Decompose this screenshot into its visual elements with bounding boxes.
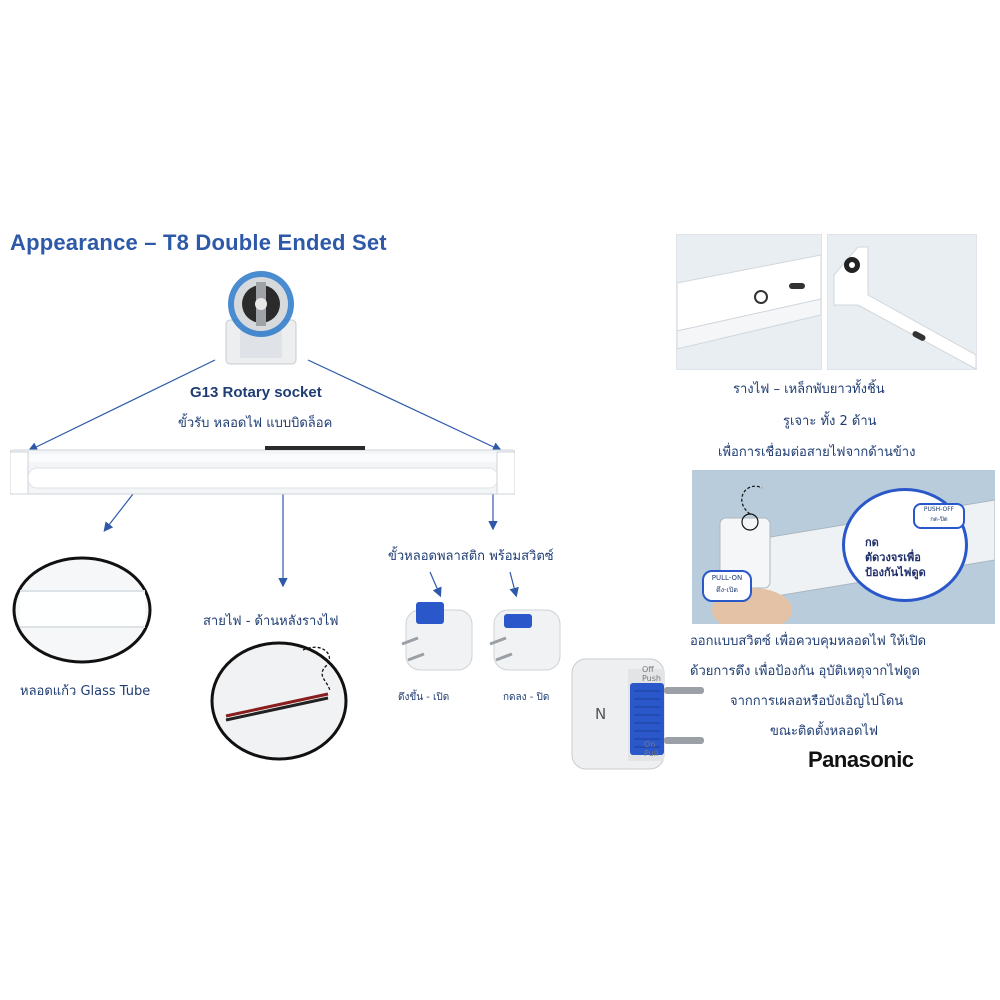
cap-push-label: กดลง - ปิด	[503, 692, 550, 703]
rail-photo-front	[676, 234, 822, 370]
cap-push-off-image	[489, 609, 561, 671]
page-title: Appearance – T8 Double Ended Set	[10, 230, 387, 255]
pull-on-th: ดึง-เปิด	[716, 586, 738, 594]
desc-line1: ออกแบบสวิตซ์ เพื่อควบคุมหลอดไฟ ให้เปิด	[690, 634, 927, 649]
glass-tube-label: หลอดแก้ว Glass Tube	[20, 684, 151, 699]
socket-name: G13 Rotary socket	[190, 384, 322, 401]
desc-line4: ขณะติดตั้งหลอดไฟ	[770, 724, 879, 739]
rail-front-drawing	[677, 254, 821, 350]
bubble-line3: ป้องกันไฟดูด	[865, 566, 926, 579]
pull-on-badge: PULL-ON ดึง-เปิด	[702, 570, 752, 602]
switch-off-text: Off Push	[642, 665, 661, 683]
glass-tube-zoom-image	[12, 556, 152, 664]
brand-logo: Panasonic	[808, 747, 914, 772]
switch-on-text: On Pull	[644, 740, 659, 758]
fixture-with-tube-image	[10, 446, 515, 495]
rail-line1: รางไฟ – เหล็กพับยาวทั้งชิ้น	[733, 382, 885, 397]
wire-label: สายไฟ - ด้านหลังรางไฟ	[203, 614, 339, 629]
rail-end-drawing	[833, 246, 976, 369]
desc-line2: ด้วยการดึง เพื่อป้องกัน อุบัติเหตุจากไฟด…	[690, 664, 920, 679]
install-photo: PULL-ON ดึง-เปิด PUSH-OFF กด-ปิด กด ตัดว…	[692, 470, 995, 624]
push-off-badge: PUSH-OFF กด-ปิด	[913, 503, 965, 529]
pull-on-en: PULL-ON	[711, 574, 743, 582]
switch-n-mark: N	[595, 705, 607, 723]
cap-pull-label: ดึงขึ้น - เปิด	[398, 692, 450, 703]
push-off-en: PUSH-OFF	[923, 506, 955, 513]
bubble-line1: กด	[865, 536, 879, 549]
switch-cap-body	[571, 658, 704, 770]
switch-cap-closeup: N Off Push On Pull	[570, 655, 710, 775]
push-off-bubble: PUSH-OFF กด-ปิด กด ตัดวงจรเพื่อ ป้องกันไ…	[842, 488, 968, 602]
bubble-line2: ตัดวงจรเพื่อ	[865, 551, 921, 564]
rail-line2: รูเจาะ ทั้ง 2 ด้าน	[783, 414, 877, 429]
rail-photo-end	[827, 234, 977, 370]
plastic-cap-label: ขั้วหลอดพลาสติก พร้อมสวิตซ์	[388, 549, 554, 564]
bubble-text: กด ตัดวงจรเพื่อ ป้องกันไฟดูด	[865, 535, 926, 580]
g13-socket-image	[225, 271, 297, 365]
socket-desc: ขั้วรับ หลอดไฟ แบบบิดล็อค	[178, 416, 333, 431]
desc-line3: จากการเผลอหรือบังเอิญไปโดน	[730, 694, 904, 709]
rail-line3: เพื่อการเชื่อมต่อสายไฟจากด้านข้าง	[718, 445, 916, 460]
push-off-th: กด-ปิด	[930, 516, 948, 523]
wire-zoom-image	[210, 641, 348, 761]
cap-pull-on-image	[401, 602, 473, 671]
